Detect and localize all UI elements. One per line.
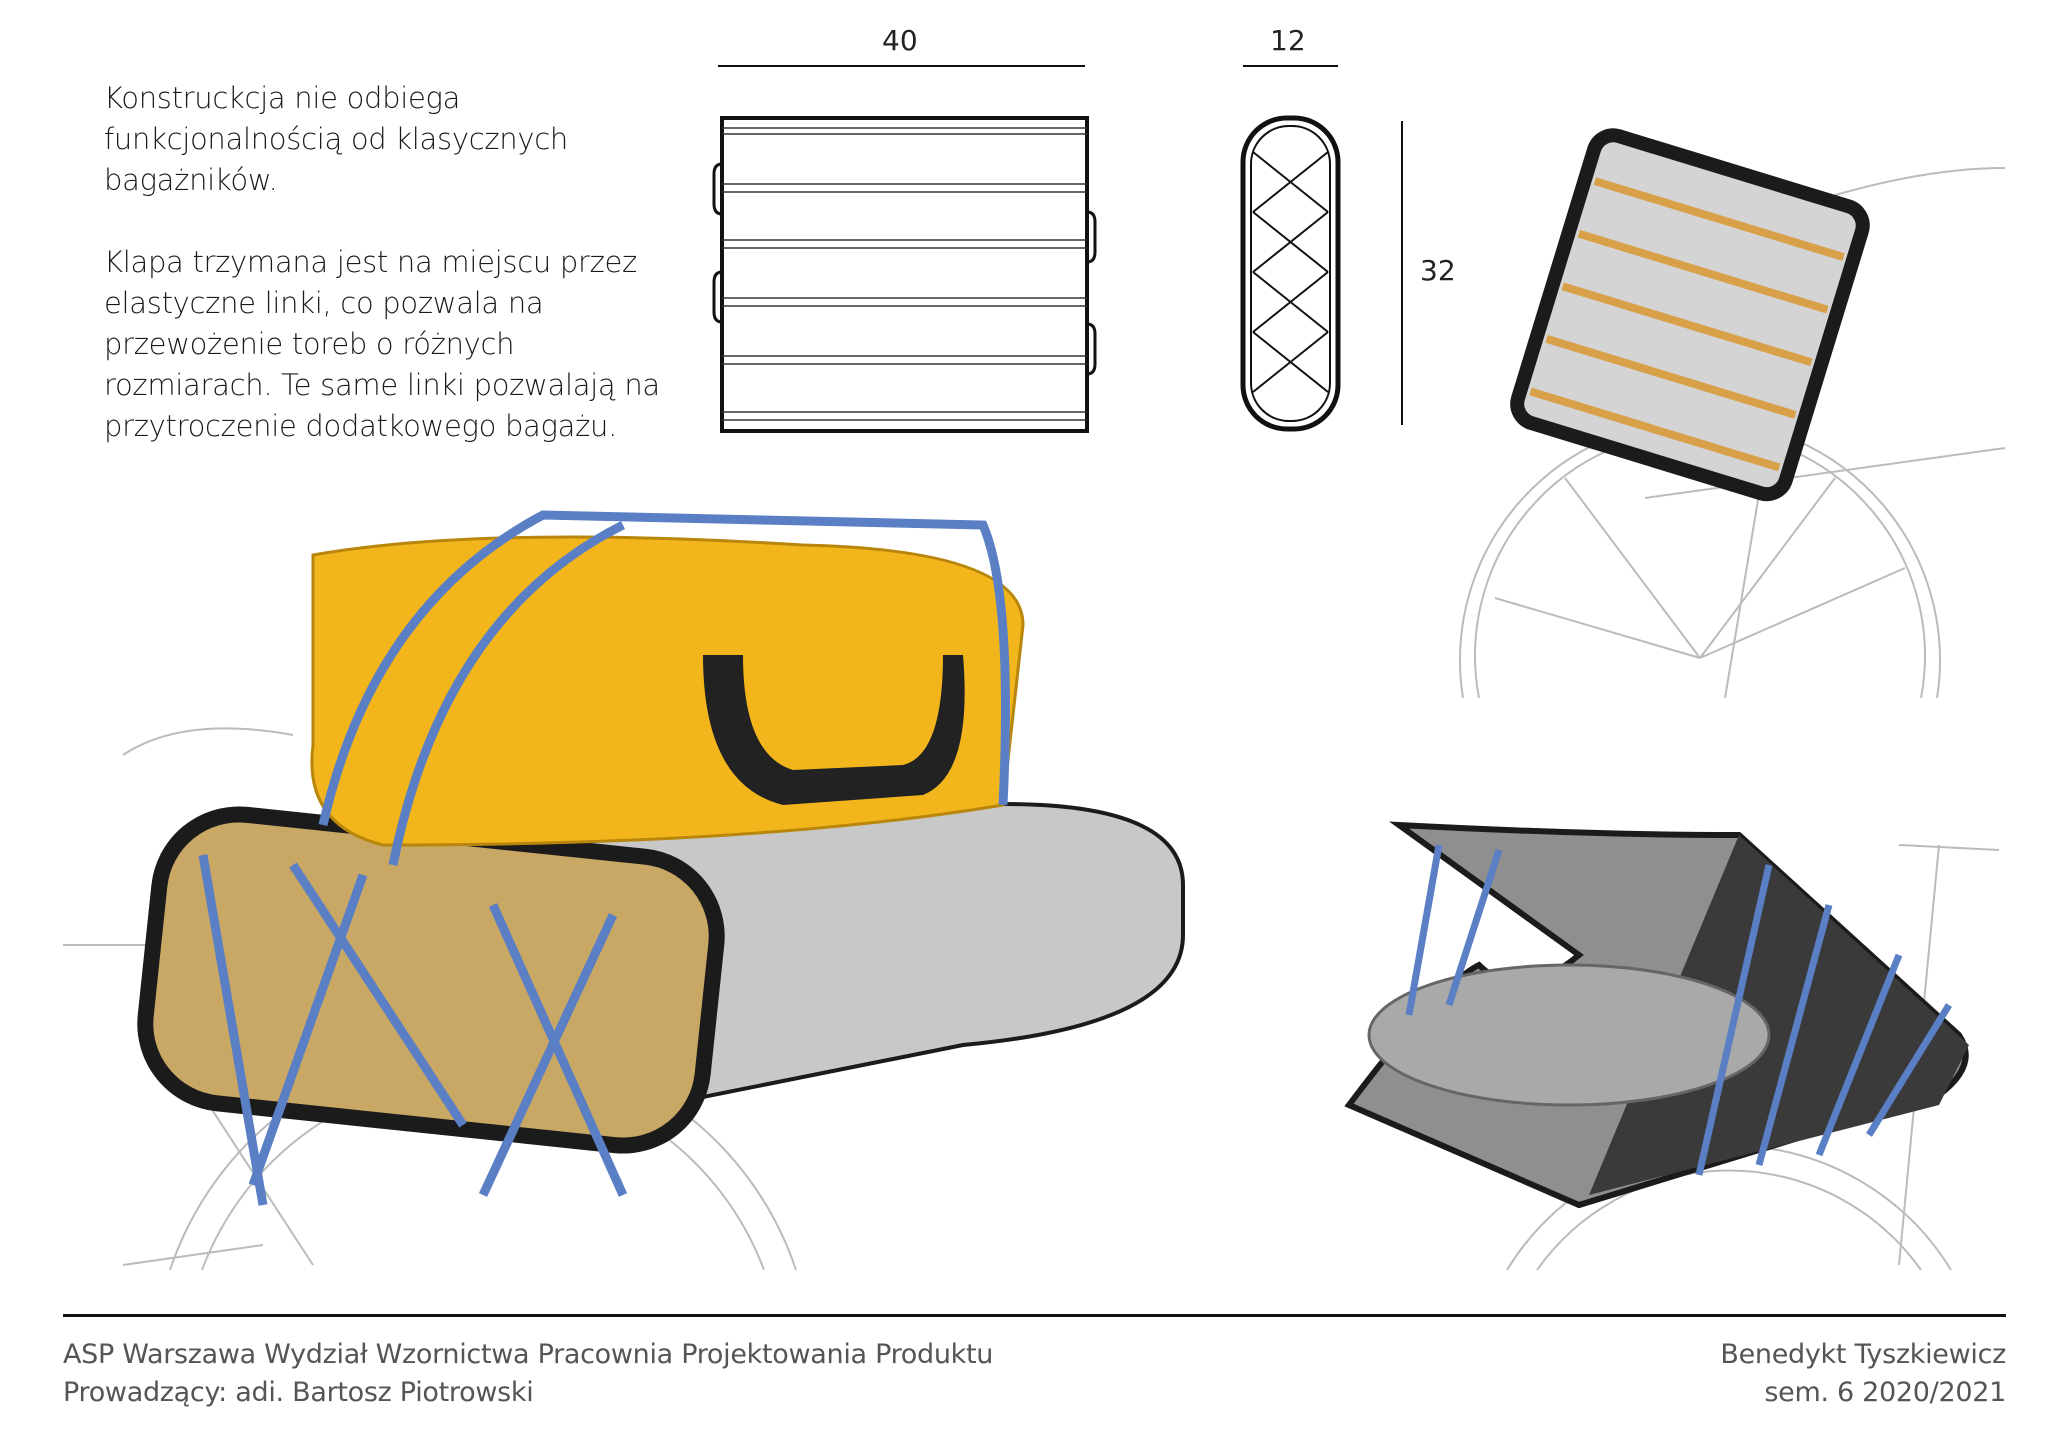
bike-rack-render-loaded [63, 510, 1185, 1270]
footer-left: ASP Warszawa Wydział Wzornictwa Pracowni… [63, 1336, 993, 1412]
bike-wheel-rim [1536, 1169, 1922, 1270]
dimension-height-line [1401, 121, 1403, 425]
dimension-height-label: 32 [1420, 254, 1456, 287]
footer-right: Benedykt Tyszkiewicz sem. 6 2020/2021 [1720, 1336, 2006, 1412]
description-paragraph-1: Konstruckcja nie odbiega funkcjonalności… [104, 81, 568, 197]
side-view-drawing [1240, 115, 1341, 432]
bike-rack-render-open [1344, 821, 2000, 1270]
bike-rack-render-closed [1459, 128, 2006, 698]
description-line: przewożenie toreb o różnych rozmiarach. … [104, 327, 660, 443]
footer-divider [63, 1314, 2006, 1317]
front-view-drawing [712, 116, 1097, 433]
dimension-width-line [718, 65, 1085, 67]
dimension-width-label: 40 [882, 24, 918, 57]
footer-author: Benedykt Tyszkiewicz [1720, 1339, 2006, 1370]
dimension-depth-label: 12 [1270, 24, 1306, 57]
footer-supervisor: Prowadzący: adi. Bartosz Piotrowski [63, 1377, 534, 1408]
footer-institution: ASP Warszawa Wydział Wzornictwa Pracowni… [63, 1339, 994, 1370]
description-paragraph-2: Klapa trzymana jest na miejscu przez ela… [104, 242, 664, 447]
description-text: Konstruckcja nie odbiega funkcjonalności… [104, 78, 664, 447]
dimension-depth-line [1243, 65, 1338, 67]
footer-semester: sem. 6 2020/2021 [1764, 1377, 2006, 1408]
description-line: Klapa trzymana jest na miejscu przez ela… [104, 245, 637, 320]
